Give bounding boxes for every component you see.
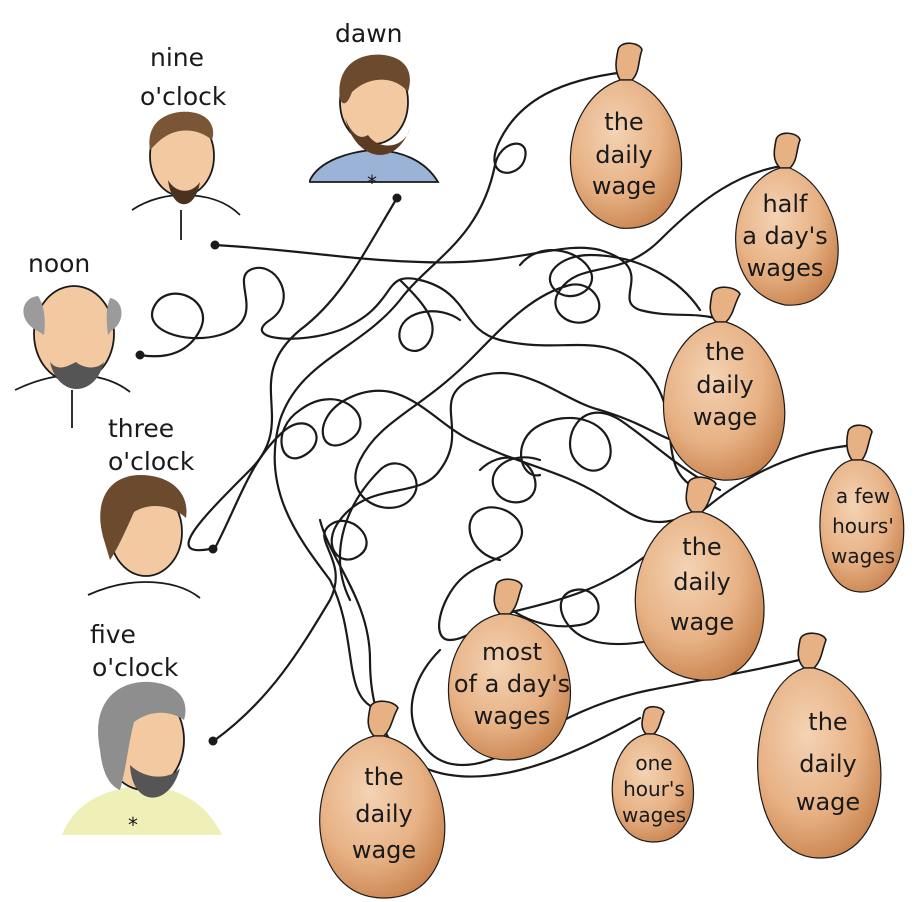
worker-label-five-line1: five (90, 620, 136, 649)
bag-label-line1: one (635, 751, 672, 775)
bag-label-line3: wage (670, 608, 734, 636)
worker-beard (130, 765, 180, 798)
worker-hair (339, 54, 410, 104)
worker-hair-right (106, 298, 122, 335)
path-tangle-i (478, 456, 542, 504)
path-tangle-b (338, 163, 792, 602)
start-dot-dawn[interactable] (392, 193, 402, 203)
worker-five-oclock: five o'clock * (62, 620, 222, 837)
bag-label-line2: daily (673, 568, 730, 596)
worker-beard (345, 118, 410, 155)
bag-label-line1: the (682, 533, 721, 561)
path-tangle-h (518, 249, 702, 312)
worker-label-three-line1: three (108, 414, 174, 443)
bag-label-line2: daily (595, 141, 652, 169)
worker-dawn: dawn * (309, 19, 440, 195)
worker-hair (100, 475, 187, 560)
path-tangle-g (498, 588, 692, 646)
worker-shirt (87, 581, 201, 599)
worker-hair (98, 681, 186, 790)
worker-shirt (62, 786, 222, 835)
bag-label-line1: the (604, 108, 643, 136)
bag-label-line1: half (762, 190, 808, 218)
bag-label-line2: daily (355, 800, 412, 828)
bag-label-line2: hour's (623, 777, 685, 801)
money-bag-3[interactable]: the daily wage (663, 286, 786, 481)
path-tangle-j (398, 278, 462, 352)
bag-label-line3: wages (622, 803, 686, 827)
path-tangle-f (520, 411, 722, 492)
money-bag-7[interactable]: the daily wage (757, 632, 882, 859)
path-nine-oclock[interactable] (213, 243, 717, 320)
start-dot-three[interactable] (208, 544, 218, 554)
bag-label-line2: daily (696, 371, 753, 399)
bag-label-line1: the (705, 338, 744, 366)
bag-label-line2: a day's (742, 222, 828, 250)
path-five-oclock[interactable] (213, 371, 692, 742)
bag-label-line3: wages (474, 702, 551, 730)
start-dot-noon[interactable] (135, 350, 145, 360)
bag-label-line1: the (364, 763, 403, 791)
bag-label-line1: a few (836, 484, 890, 508)
asterisk-icon: * (367, 171, 377, 195)
worker-beard (50, 362, 104, 389)
tangled-paths (138, 70, 857, 778)
bag-label-line3: wage (352, 836, 416, 864)
worker-hair (23, 296, 45, 335)
bag-label-line1: the (808, 708, 847, 736)
money-bag-1[interactable]: the daily wage (569, 42, 683, 229)
worker-label-noon: noon (28, 249, 90, 278)
start-dots (135, 193, 402, 746)
worker-label-dawn: dawn (335, 19, 402, 48)
asterisk-icon: * (128, 813, 138, 837)
bag-label-line3: wage (796, 788, 860, 816)
worker-label-nine-line1: nine (150, 43, 204, 72)
worker-three-oclock: three o'clock (87, 414, 201, 599)
money-bag-5[interactable]: the daily wage (634, 476, 765, 681)
worker-label-five-line2: o'clock (92, 653, 179, 682)
money-bag-2[interactable]: half a day's wages (735, 132, 839, 306)
money-bag-9[interactable]: the daily wage (319, 700, 446, 899)
bag-label-line3: wages (831, 544, 895, 568)
path-noon[interactable] (138, 266, 702, 492)
money-bag-6[interactable]: most of a day's wages (447, 578, 572, 761)
worker-label-three-line2: o'clock (108, 447, 195, 476)
bag-label-line2: daily (799, 750, 856, 778)
bag-label-line3: wages (747, 254, 824, 282)
path-dawn[interactable] (187, 196, 399, 552)
money-bag-8[interactable]: one hour's wages (611, 705, 694, 843)
worker-noon: noon (14, 249, 131, 428)
bag-label-line1: most (482, 638, 542, 666)
bag-label-line3: wage (693, 403, 757, 431)
money-bag-4[interactable]: a few hours' wages (819, 424, 905, 593)
bag-label-line2: hours' (832, 514, 894, 538)
start-dot-nine[interactable] (210, 240, 220, 250)
worker-label-nine-line2: o'clock (140, 82, 227, 111)
worker-hair (149, 111, 214, 150)
bag-label-line3: wage (592, 172, 656, 200)
path-three-oclock[interactable] (213, 389, 692, 550)
path-tangle-a (273, 70, 627, 712)
worker-beard (168, 180, 200, 205)
worker-nine-oclock: nine o'clock (131, 43, 241, 240)
bag-label-line2: of a day's (454, 670, 570, 698)
start-dot-five[interactable] (208, 736, 218, 746)
